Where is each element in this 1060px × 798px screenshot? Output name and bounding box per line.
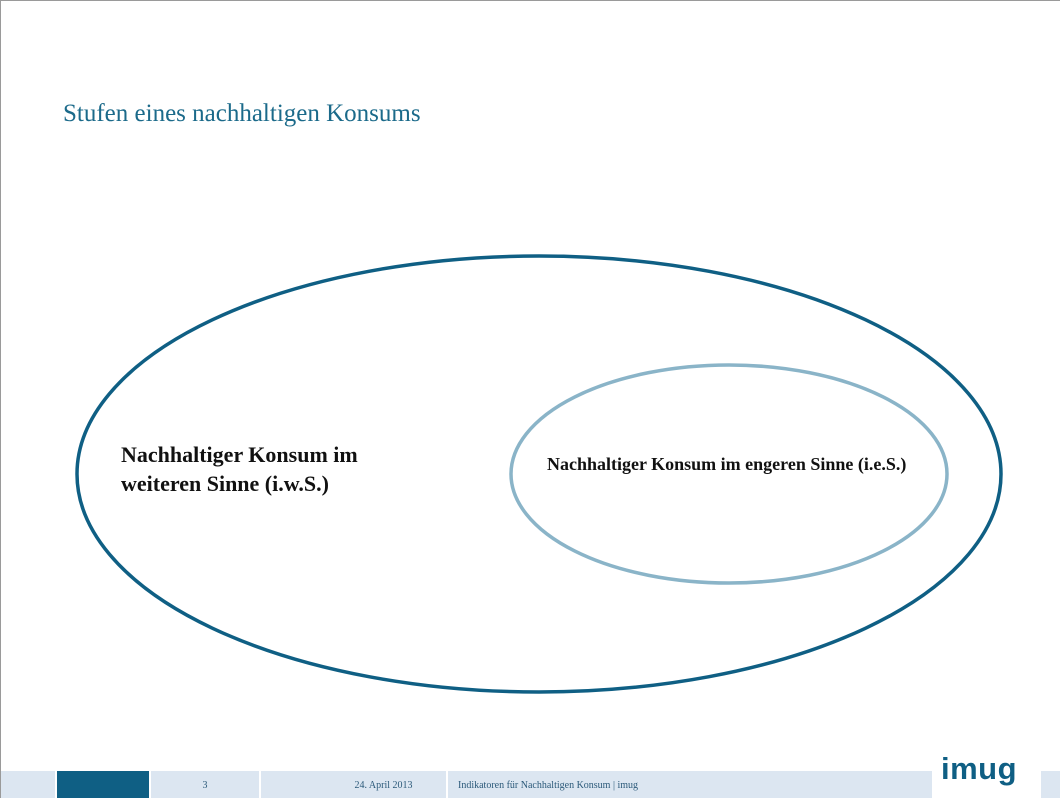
inner-ellipse-label: Nachhaltiger Konsum im engeren Sinne (i.… [547, 454, 907, 474]
footer-bar: 3 24. April 2013 Indikatoren für Nachhal… [1, 771, 1060, 798]
slide-title: Stufen eines nachhaltigen Konsums [63, 100, 421, 127]
outer-ellipse-label: Nachhaltiger Konsum im weiteren Sinne (i… [121, 442, 358, 496]
footer-segment [151, 771, 259, 798]
footer-accent-segment [57, 771, 149, 798]
footer-caption: Indikatoren für Nachhaltigen Konsum | im… [458, 779, 639, 791]
logo-bar [1041, 771, 1060, 798]
outer-ellipse [75, 254, 1003, 694]
imug-logo: imug [941, 751, 1018, 786]
footer-date-segment: 24. April 2013 [261, 771, 446, 798]
footer-caption-segment: Indikatoren für Nachhaltigen Konsum | im… [448, 771, 932, 798]
footer-segment [1, 771, 55, 798]
inner-ellipse [509, 363, 949, 585]
page-number: 3 [202, 779, 208, 791]
footer-date: 24. April 2013 [354, 779, 413, 791]
footer-page-number: 3 [151, 771, 259, 798]
